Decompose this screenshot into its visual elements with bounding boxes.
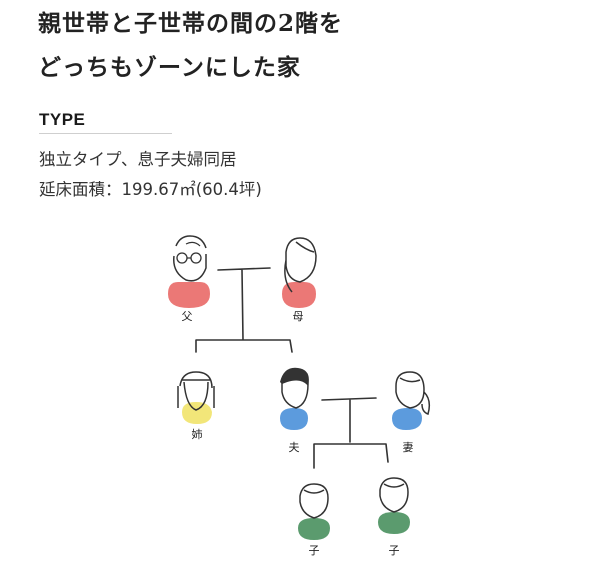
father-figure bbox=[168, 236, 210, 308]
label-child-2: 子 bbox=[389, 544, 400, 557]
child2-figure bbox=[378, 478, 410, 534]
child1-figure bbox=[298, 484, 330, 540]
sister-figure bbox=[178, 372, 214, 424]
label-father: 父 bbox=[182, 310, 193, 323]
label-wife: 妻 bbox=[403, 441, 414, 454]
label-mother: 母 bbox=[293, 310, 304, 323]
wife-figure bbox=[392, 372, 429, 430]
husband-figure bbox=[280, 368, 309, 430]
couple-link bbox=[314, 398, 388, 468]
parents-link bbox=[196, 268, 292, 352]
mother-figure bbox=[282, 238, 316, 308]
label-husband: 夫 bbox=[289, 441, 300, 454]
father-shirt bbox=[168, 282, 210, 308]
label-child-1: 子 bbox=[309, 544, 320, 557]
label-sister: 姉 bbox=[192, 427, 203, 441]
